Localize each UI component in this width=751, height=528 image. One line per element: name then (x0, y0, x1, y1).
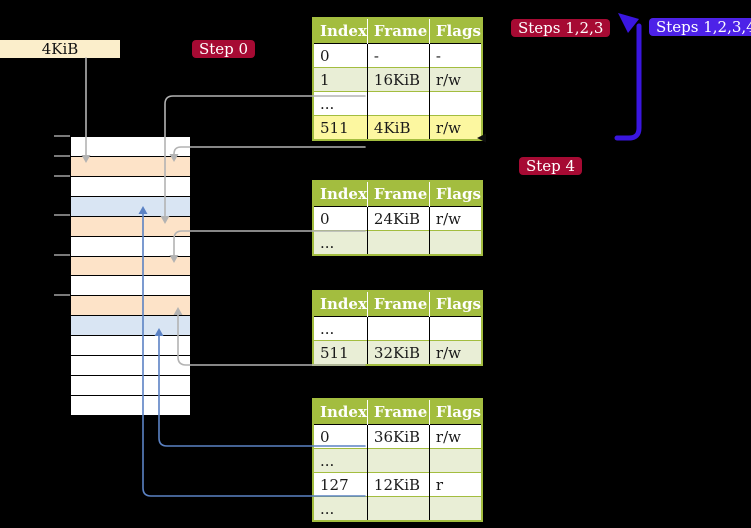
memory-tick (54, 174, 70, 177)
page-table-second-row-1: ... (313, 230, 482, 255)
cell-flags: - (428, 43, 482, 68)
cell-flags (428, 230, 482, 255)
column-header-index: Index (313, 291, 368, 317)
column-header-index: Index (313, 18, 368, 44)
memory-tick (54, 154, 70, 157)
page-table-top-row-2: ... (313, 91, 482, 116)
cell-index: 511 (313, 340, 368, 365)
memory-cell-3-blue (71, 195, 190, 216)
cell-flags: r (428, 472, 482, 497)
cell-frame: - (366, 43, 430, 68)
memory-cell-13-white (71, 394, 190, 415)
cell-flags: r/w (428, 67, 482, 92)
memory-cell-8-peach (71, 295, 190, 316)
frame-size-label: 4KiB (41, 40, 79, 58)
page-table-fourth-row-3: ... (313, 496, 482, 521)
cell-frame: 16KiB (366, 67, 430, 92)
cell-frame: 4KiB (366, 115, 430, 140)
page-table-fourth-row-1: ... (313, 448, 482, 473)
cell-frame: 36KiB (366, 424, 430, 449)
column-header-frame: Frame (366, 181, 430, 207)
cell-flags (428, 496, 482, 521)
cell-frame (366, 496, 430, 521)
cell-index: ... (313, 316, 368, 341)
cell-index: 1 (313, 67, 368, 92)
cell-frame (366, 316, 430, 341)
cell-index: ... (313, 496, 368, 521)
cell-index: 127 (313, 472, 368, 497)
cell-frame (366, 448, 430, 473)
memory-cell-12-white (71, 375, 190, 395)
column-header-index: Index (313, 181, 368, 207)
frame-size-box: 4KiB (0, 40, 120, 58)
steps-1234-label: Steps 1,2,3,4 (649, 18, 751, 36)
cell-index: 0 (313, 206, 368, 231)
cell-frame: 12KiB (366, 472, 430, 497)
memory-tick (54, 293, 70, 296)
cell-flags (428, 316, 482, 341)
memory-tick (54, 214, 70, 217)
cell-index: ... (313, 91, 368, 116)
step-0-label: Step 0 (192, 40, 256, 58)
cell-flags: r/w (428, 424, 482, 449)
cell-flags: r/w (428, 206, 482, 231)
cell-index: 511 (313, 115, 368, 140)
memory-cell-10-white (71, 335, 190, 356)
cell-index: ... (313, 230, 368, 255)
memory-cell-9-blue (71, 315, 190, 336)
arrow-step4-loop-to-table-top (614, 13, 642, 141)
page-table-top-row-0: 0-- (313, 43, 482, 68)
column-header-frame: Frame (366, 399, 430, 425)
memory-cell-5-white (71, 235, 190, 256)
column-header-flags: Flags (428, 399, 482, 425)
column-header-flags: Flags (428, 291, 482, 317)
cell-index: 0 (313, 43, 368, 68)
memory-cell-11-white (71, 355, 190, 376)
cell-frame: 24KiB (366, 206, 430, 231)
memory-tick (54, 254, 70, 257)
memory-cell-4-peach (71, 215, 190, 236)
memory-cell-7-white (71, 275, 190, 296)
page-table-third-row-0: ... (313, 316, 482, 341)
column-header-frame: Frame (366, 291, 430, 317)
column-header-frame: Frame (366, 18, 430, 44)
column-header-flags: Flags (428, 181, 482, 207)
cell-index: ... (313, 448, 368, 473)
memory-cell-0-white (71, 137, 190, 156)
column-header-index: Index (313, 399, 368, 425)
cell-flags: r/w (428, 340, 482, 365)
cell-flags (428, 448, 482, 473)
physical-memory-stack (70, 136, 191, 416)
cell-flags: r/w (428, 115, 482, 140)
steps-123-label: Steps 1,2,3 (511, 19, 611, 37)
column-header-flags: Flags (428, 18, 482, 44)
step-4-label: Step 4 (519, 157, 583, 175)
memory-cell-1-peach (71, 155, 190, 176)
cell-frame (366, 230, 430, 255)
memory-cell-2-white (71, 175, 190, 196)
arrow-pt1-row511-to-frame-4kib (169, 146, 366, 162)
memory-tick (54, 135, 70, 137)
cell-frame (366, 91, 430, 116)
memory-cell-6-peach (71, 255, 190, 276)
cell-frame: 32KiB (366, 340, 430, 365)
cell-index: 0 (313, 424, 368, 449)
cell-flags (428, 91, 482, 116)
